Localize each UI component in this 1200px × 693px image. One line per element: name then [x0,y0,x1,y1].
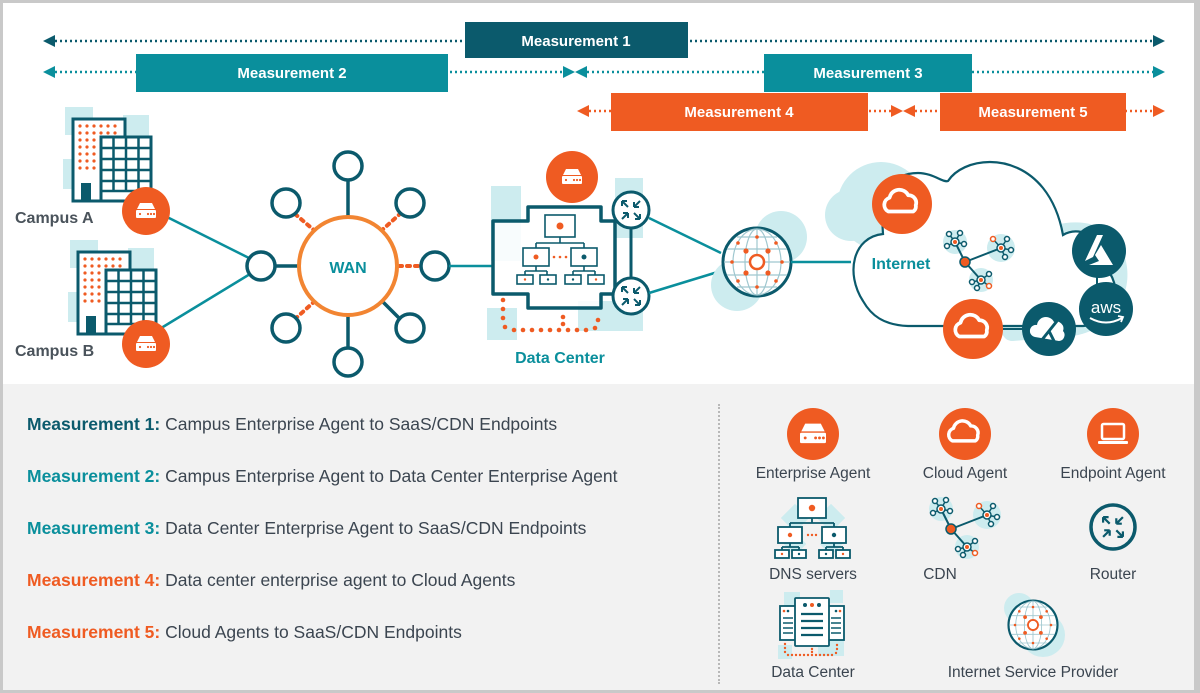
measurement-1-description: Measurement 1: Campus Enterprise Agent t… [27,414,557,435]
measurement-5-description: Measurement 5: Cloud Agents to SaaS/CDN … [27,622,462,643]
dc-router-top-icon [611,190,651,230]
legend-label: Enterprise Agent [755,465,871,482]
aws-label: aws [1091,298,1121,317]
campus-b-building-icon [66,238,158,336]
campus-a-building-icon [61,105,153,203]
legend-enterprise-agent: Enterprise Agent [748,406,878,483]
legend-label: Router [1089,566,1137,583]
internet-label: Internet [872,256,931,273]
dc-router-bottom-icon [611,276,651,316]
measurement-5-arrow: Measurement 5 [903,93,1165,131]
dns-servers-icon [774,497,851,559]
wan-hub: WAN [245,150,451,378]
cloud-agent-icon [939,408,991,460]
measurement-5-title: Measurement 5: [27,622,161,642]
legend-router: Router [1048,492,1178,584]
measurement-1-bar [465,22,688,58]
legend-label: Data Center [771,664,855,681]
measurement-3-bar [764,54,972,92]
data-center-node: Data Center [487,151,651,367]
measurement-5-bar [940,93,1126,131]
measurement-2-arrow: Measurement 2 [43,54,575,92]
legend-label: CDN [923,566,957,583]
legend-label: Internet Service Provider [947,664,1119,681]
legend-panel: Measurement 1: Campus Enterprise Agent t… [3,384,1194,690]
campus-links [152,208,256,335]
measurement-4-text: Data center enterprise agent to Cloud Ag… [160,570,516,590]
legend-endpoint-agent: Endpoint Agent [1048,406,1178,483]
legend-internet-service-provider: Internet Service Provider [933,590,1133,682]
cdn-icon [928,496,1002,560]
measurement-3-arrow: Measurement 3 [575,54,1165,92]
measurement-2-title: Measurement 2: [27,466,161,486]
legend-label: Cloud Agent [922,465,1008,482]
measurement-1-text: Campus Enterprise Agent to SaaS/CDN Endp… [160,414,558,434]
cloud-agent-bottom-icon [943,299,1003,359]
measurement-4-label: Measurement 4 [684,104,794,121]
measurement-2-label: Measurement 2 [237,65,346,82]
legend-cloud-agent: Cloud Agent [900,406,1030,483]
measurement-4-bar [611,93,868,131]
legend-divider [718,404,720,684]
measurement-1-title: Measurement 1: [27,414,161,434]
legend-label: DNS servers [769,566,857,583]
measurement-3-text: Data Center Enterprise Agent to SaaS/CDN… [160,518,587,538]
legend-dns-servers: DNS servers [748,492,878,584]
diagram-frame: Measurement 1 Measurement 2 Measurement … [3,3,1194,690]
campus-b-enterprise-agent-icon [122,320,170,368]
isp-globe-icon [711,211,807,311]
legend-label: Endpoint Agent [1060,465,1166,482]
data-center-icon [778,590,845,659]
campus-b-label: Campus B [15,343,94,360]
measurement-4-arrow: Measurement 4 [577,93,903,131]
legend-cdn: CDN [900,492,1030,584]
measurement-1-label: Measurement 1 [521,33,630,50]
endpoint-agent-icon [1087,408,1139,460]
measurement-2-text: Campus Enterprise Agent to Data Center E… [160,466,618,486]
isp-globe-icon [1004,593,1065,657]
measurement-3-title: Measurement 3: [27,518,161,538]
campus-a-enterprise-agent-icon [122,187,170,235]
aws-icon: aws [1079,282,1133,336]
legend-data-center: Data Center [748,590,878,682]
campus-a-label: Campus A [15,210,94,227]
data-center-label: Data Center [515,350,605,367]
router-icon [1089,503,1137,551]
measurement-3-label: Measurement 3 [813,65,922,82]
internet-cloud: Internet aws [825,160,1133,359]
azure-icon [1072,224,1126,278]
measurement-2-bar [136,54,448,92]
measurement-1-arrow: Measurement 1 [43,22,1165,58]
measurement-3-description: Measurement 3: Data Center Enterprise Ag… [27,518,586,539]
wan-label: WAN [329,260,366,277]
measurement-5-text: Cloud Agents to SaaS/CDN Endpoints [160,622,462,642]
network-diagram: Measurement 1 Measurement 2 Measurement … [15,22,1165,378]
dc-enterprise-agent-icon [546,151,598,203]
measurement-5-label: Measurement 5 [978,104,1087,121]
router-isp-links [648,216,722,295]
cloud-agent-top-icon [872,174,932,234]
measurement-4-title: Measurement 4: [27,570,161,590]
enterprise-agent-icon [787,408,839,460]
measurement-4-description: Measurement 4: Data center enterprise ag… [27,570,515,591]
gcp-icon [1022,302,1076,356]
measurement-2-description: Measurement 2: Campus Enterprise Agent t… [27,466,617,487]
